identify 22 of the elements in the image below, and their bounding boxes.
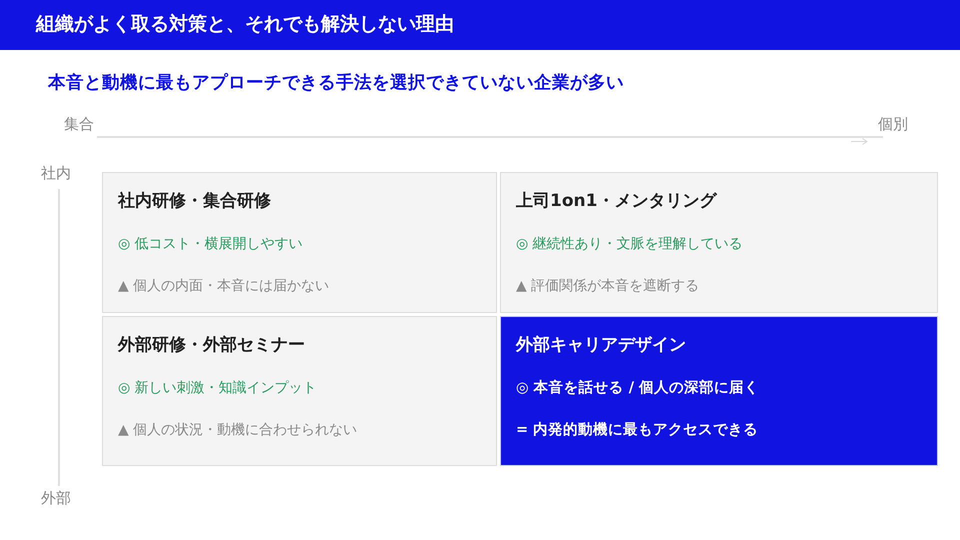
axis-label: 個別 [878,114,908,134]
axis-label: 集合 [64,114,94,134]
drawback-text: ▲ 評価関係が本音を遮断する [516,277,700,296]
page-title: 組織がよく取る対策と、それでも解決しない理由 [36,12,454,37]
panel-heading: 上司1on1・メンタリング [516,190,716,213]
merit-text: ◎ 新しい刺激・知識インプット [118,379,317,398]
axis-label: 外部 [41,488,71,508]
merit-text: ◎ 本音を話せる / 個人の深部に届く [516,378,760,398]
axis-label: 社内 [41,163,71,183]
conclusion-text: = 内発的動機に最もアクセスできる [516,420,758,440]
panel-heading: 社内研修・集合研修 [118,190,271,213]
quadrant-panel [102,172,497,313]
merit-text: ◎ 継続性あり・文脈を理解している [516,235,743,254]
merit-text: ◎ 低コスト・横展開しやすい [118,235,303,254]
panel-heading: 外部キャリアデザイン [516,334,686,357]
quadrant-panel [102,316,497,466]
drawback-text: ▲ 個人の状況・動機に合わせられない [118,421,358,440]
subtitle: 本音と動機に最もアプローチできる手法を選択できていない企業が多い [48,73,624,93]
highlight-panel [500,316,938,466]
panel-heading: 外部研修・外部セミナー [118,334,305,357]
quadrant-panel [500,172,938,313]
drawback-text: ▲ 個人の内面・本音には届かない [118,277,330,296]
